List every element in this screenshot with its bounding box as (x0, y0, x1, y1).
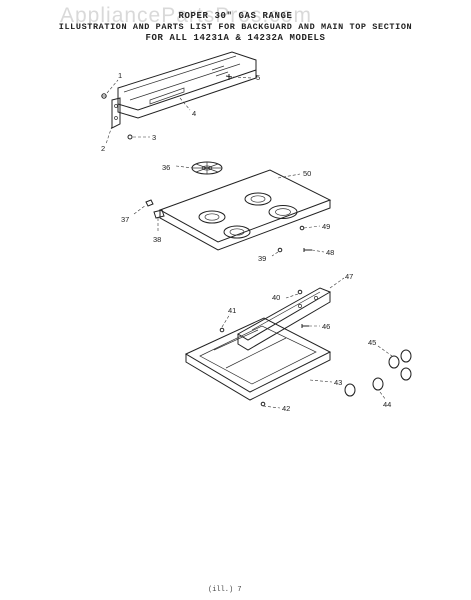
callout-38: 38 (153, 235, 161, 244)
callout-4: 4 (192, 109, 196, 118)
backguard-bracket (111, 97, 121, 129)
callout-46: 46 (322, 322, 330, 331)
callout-41: 41 (228, 306, 236, 315)
callout-1: 1 (118, 71, 122, 80)
main-top (158, 169, 332, 251)
callout-36: 36 (162, 163, 170, 172)
callout-47: 47 (345, 272, 353, 281)
manifold-bar (237, 287, 332, 351)
callout-49: 49 (322, 222, 330, 231)
diagram-subtitle: ILLUSTRATION AND PARTS LIST FOR BACKGUAR… (58, 22, 413, 32)
callout-37: 37 (121, 215, 129, 224)
callout-3: 3 (152, 133, 156, 142)
screw-39 (277, 247, 283, 253)
screw-5 (225, 74, 233, 80)
screw-41 (219, 327, 225, 333)
screw-40 (297, 289, 303, 295)
screw-1 (101, 93, 107, 99)
screw-46 (301, 324, 309, 328)
callout-39: 39 (258, 254, 266, 263)
callout-50: 50 (303, 169, 311, 178)
callout-48: 48 (326, 248, 334, 257)
backguard-panel (117, 51, 257, 119)
callout-2: 2 (101, 144, 105, 153)
screw-3 (127, 134, 133, 140)
model-line: FOR ALL 14231A & 14232A MODELS (145, 33, 326, 43)
burner-part-38 (153, 209, 165, 219)
clip-49 (299, 225, 305, 231)
control-knobs (344, 349, 412, 397)
burner-part-37 (145, 199, 154, 207)
leader-lines (105, 76, 393, 409)
page-footer: (ill.) 7 (208, 586, 242, 594)
diagram-title: ROPER 30" GAS RANGE (178, 11, 293, 21)
watermark: AppliancePartsPros.com (60, 4, 312, 27)
callout-45: 45 (368, 338, 376, 347)
screw-48 (303, 248, 312, 252)
burner-box (184, 317, 332, 401)
callout-44: 44 (383, 400, 391, 409)
burner-grate (191, 161, 223, 175)
callout-numbers: 1 2 3 4 5 36 50 37 38 49 48 39 47 40 41 … (101, 71, 391, 413)
screw-42 (260, 401, 266, 407)
callout-43: 43 (334, 378, 342, 387)
callout-40: 40 (272, 293, 280, 302)
callout-42: 42 (282, 404, 290, 413)
callout-5: 5 (256, 73, 260, 82)
